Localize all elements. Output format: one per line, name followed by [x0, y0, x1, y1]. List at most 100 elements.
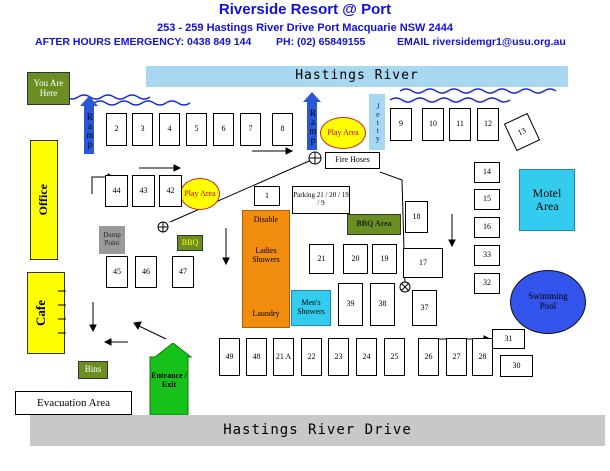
site-49: 49	[219, 338, 240, 376]
ramp-right-arrow: Ramp	[303, 92, 321, 150]
office: Office	[30, 140, 58, 260]
river-waves	[29, 88, 557, 106]
site-24: 24	[356, 338, 377, 376]
ramp-arrow-polygon	[303, 92, 321, 150]
ramp-arrow-shape	[303, 92, 321, 150]
site-37: 37	[412, 290, 437, 326]
river-band	[146, 66, 568, 87]
site-17: 17	[403, 248, 443, 278]
mens-showers: Men's Showers	[291, 290, 331, 326]
laundry-label: Laundry	[252, 308, 280, 318]
site-46: 46	[135, 256, 157, 288]
emergency-number: AFTER HOURS EMERGENCY: 0438 849 144	[35, 36, 252, 48]
hastings-river-drive: Hastings River Drive	[30, 415, 605, 446]
site-38: 38	[370, 283, 395, 326]
site-12: 12	[477, 108, 499, 141]
river-label: Hastings River	[295, 68, 419, 84]
wave-line	[389, 97, 511, 103]
arrow-head	[173, 164, 182, 172]
site-21a: 21 A	[273, 338, 294, 376]
arrow-head	[133, 321, 142, 331]
site-25: 25	[384, 338, 405, 376]
site-19: 19	[372, 244, 397, 274]
site-45: 45	[106, 256, 128, 288]
site-33: 33	[474, 245, 500, 266]
site-9: 9	[390, 108, 412, 141]
motel-area: Motel Area	[519, 169, 575, 231]
disable-label: Disable	[253, 214, 279, 224]
parking-area: Parking 21 / 20 / 19 / 9	[292, 186, 350, 214]
phone-number: PH: (02) 65849155	[276, 36, 366, 48]
site-21: 21	[309, 244, 334, 274]
site-47: 47	[172, 256, 194, 288]
site-10: 10	[422, 108, 444, 141]
site-26: 26	[418, 338, 439, 376]
swimming-pool: Swimming Pool	[510, 270, 586, 334]
site-18: 18	[405, 201, 428, 233]
wave-line	[399, 88, 557, 94]
site-5: 5	[186, 113, 207, 146]
site-44: 44	[105, 175, 128, 207]
marker-cross	[400, 282, 410, 292]
fire-hose-points	[157, 151, 411, 293]
entrance-arrow-polygon	[149, 343, 193, 415]
site-14: 14	[474, 162, 500, 183]
cafe: Cafe	[27, 272, 66, 354]
email-address: EMAIL riversidemgr1@usu.org.au	[397, 36, 566, 48]
arrow-head	[103, 338, 112, 346]
you-are-here: You Are Here	[27, 72, 70, 105]
ramp-left-label: Ramp	[84, 112, 95, 148]
ramp-arrow-polygon	[80, 96, 98, 154]
bbq-area: BBQ Area	[347, 214, 401, 235]
site-32: 32	[474, 273, 500, 294]
wave-line	[93, 100, 191, 106]
office-label: Office	[36, 184, 51, 216]
play-area-top: Play Area	[320, 117, 366, 149]
site-42: 42	[159, 175, 182, 207]
cafe-tables	[58, 290, 66, 334]
site-8: 8	[272, 113, 293, 146]
site-11: 11	[449, 108, 471, 141]
arrow-head	[89, 324, 97, 333]
entrance-arrow-shape	[149, 343, 193, 415]
site-39: 39	[338, 283, 363, 326]
hose-line	[169, 157, 317, 223]
arrow-head	[222, 257, 230, 266]
arrow-line	[138, 325, 167, 340]
bbq: BBQ	[177, 235, 203, 251]
bins: Bins	[78, 361, 108, 379]
ladies-showers-label: Ladies Showers	[252, 246, 280, 264]
hose-line	[379, 171, 403, 181]
site-22: 22	[301, 338, 322, 376]
resort-address: 253 - 259 Hastings River Drive Port Macq…	[157, 22, 453, 34]
site-7: 7	[240, 113, 261, 146]
site-27: 27	[446, 338, 467, 376]
site-23: 23	[328, 338, 349, 376]
play-area-left: Play Area	[180, 178, 220, 210]
site-31: 31	[492, 329, 525, 349]
contact-line: AFTER HOURS EMERGENCY: 0438 849 144 PH: …	[0, 36, 610, 50]
fire-hoses-label: Fire Hoses	[325, 152, 380, 169]
ramp-right-label: Ramp	[307, 108, 318, 144]
resort-title: Riverside Resort @ Port	[218, 1, 392, 18]
site-43: 43	[132, 175, 155, 207]
site-1: 1	[254, 186, 280, 206]
amenities-block: Disable Ladies Showers Laundry	[242, 210, 290, 328]
site-48: 48	[246, 338, 267, 376]
arrow-head	[285, 147, 294, 155]
ramp-left-arrow: Ramp	[80, 96, 98, 154]
entrance-label: Entrance / Exit	[151, 371, 187, 389]
site-3: 3	[132, 113, 153, 146]
site-28: 28	[472, 338, 493, 376]
arrow-head	[448, 239, 456, 248]
dump-point: Dump Point	[99, 226, 125, 254]
entrance-exit: Entrance / Exit	[148, 343, 198, 415]
site-2: 2	[106, 113, 127, 146]
site-15: 15	[474, 189, 500, 210]
site-4: 4	[159, 113, 180, 146]
jetty: Jetty	[369, 94, 385, 150]
site-6: 6	[213, 113, 234, 146]
evacuation-area: Evacuation Area	[15, 391, 132, 415]
ramp-arrow-shape	[80, 96, 98, 154]
